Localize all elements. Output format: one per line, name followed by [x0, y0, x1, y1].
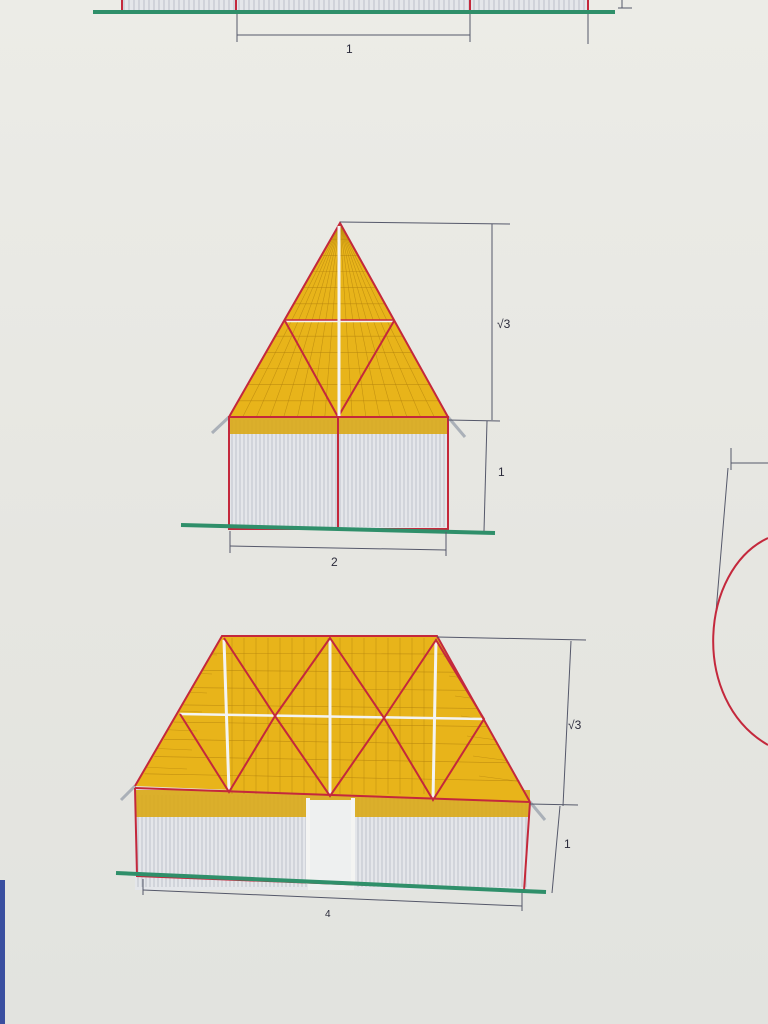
hatch-line [189, 691, 208, 694]
bottom-roof-brace [179, 637, 277, 794]
bottom-dim-extension-top [436, 636, 587, 641]
hatch-line [472, 755, 507, 761]
hatch-line [156, 748, 193, 751]
middle-dim-extension-eave [447, 419, 501, 422]
blue-edge-strip [0, 880, 5, 1024]
top-building-fragment: 1 [93, 0, 632, 56]
hatch-line [154, 756, 510, 764]
bottom-roof-height-label: √3 [568, 718, 582, 732]
bottom-roof-eave-shadow [119, 784, 137, 802]
middle-building: √3 1 2 [180, 220, 511, 569]
top-wall-strip [122, 0, 588, 10]
middle-wall-slats [231, 420, 445, 527]
hatch-line [478, 775, 519, 782]
hatch-line [178, 710, 203, 713]
bottom-eave-line [134, 787, 531, 803]
right-circle-arc [712, 537, 768, 746]
bottom-width-dimension-line [142, 889, 523, 907]
hatch-line [454, 695, 472, 699]
bottom-roof-height-line [562, 640, 572, 807]
bottom-dim-extension-eave [529, 803, 579, 806]
hatch-line [144, 773, 520, 782]
bottom-roof-post [431, 639, 438, 801]
middle-roof-eave-shadow [210, 415, 231, 435]
hatch-line [466, 735, 496, 741]
middle-width-label: 2 [331, 555, 338, 569]
top-width-label: 1 [346, 42, 353, 56]
middle-wall-height-line [483, 420, 488, 532]
top-wall-slats [123, 0, 585, 10]
middle-width-dimension-line [229, 545, 447, 551]
bottom-wall-height-line [551, 805, 561, 894]
bottom-roof-eave-shadow [528, 801, 547, 821]
middle-roof-brace [337, 320, 395, 418]
middle-roof-brace [284, 320, 339, 418]
middle-roof-height-label: √3 [497, 317, 511, 331]
hatch-line [200, 673, 213, 675]
bottom-wall-height-label: 1 [564, 837, 571, 851]
right-vertical-line [715, 467, 729, 613]
bottom-roof-brace [383, 638, 486, 802]
middle-wall-height-label: 1 [498, 465, 505, 479]
bottom-building: √3 1 4 [115, 635, 587, 920]
middle-dim-extension-top [339, 221, 511, 225]
bottom-door-opening [308, 800, 354, 890]
hatch-line [167, 729, 198, 732]
bottom-width-label: 4 [325, 909, 331, 920]
bottom-roof [135, 636, 530, 802]
bottom-roof-post [222, 639, 231, 793]
middle-roof-outline [228, 220, 449, 418]
middle-ground-line [180, 523, 496, 535]
right-edge-fragment [712, 448, 768, 746]
bottom-ground-line [115, 871, 547, 894]
hatch-line [145, 766, 188, 770]
